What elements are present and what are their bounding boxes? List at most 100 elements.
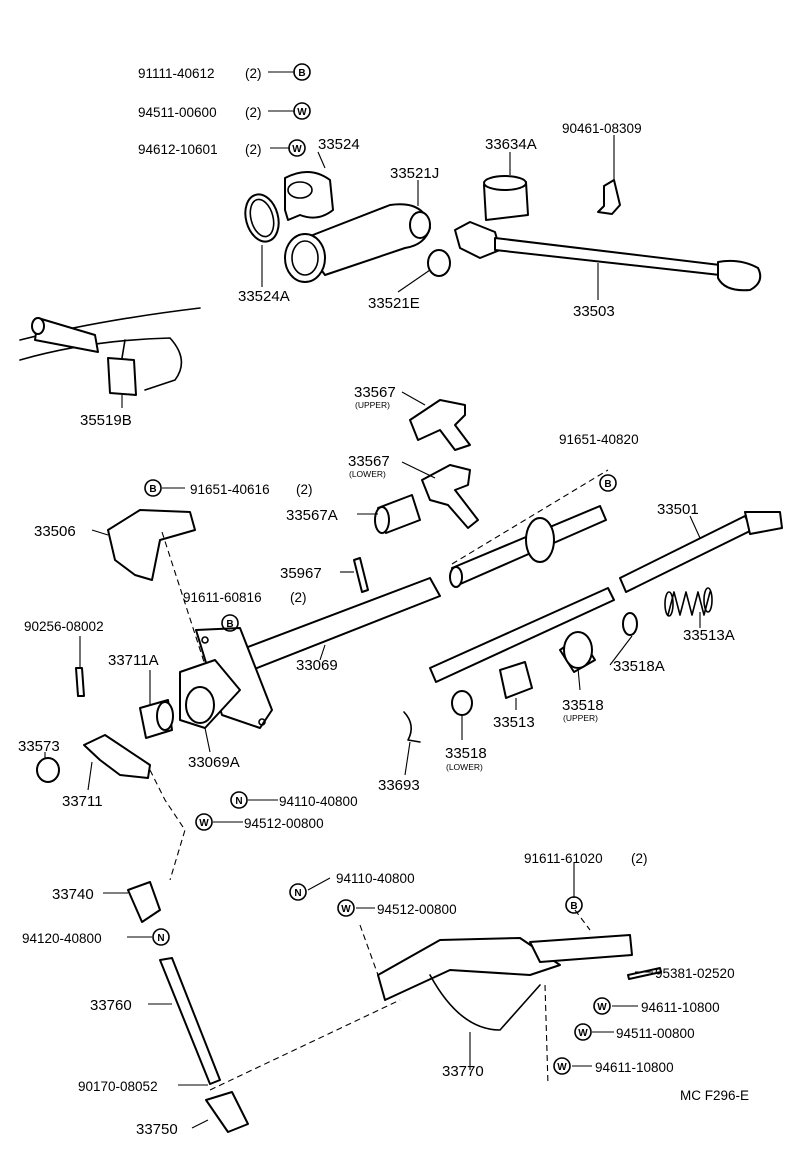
ring-33518A bbox=[622, 612, 638, 636]
joint-33740 bbox=[127, 881, 161, 923]
svg-text:(LOWER): (LOWER) bbox=[446, 762, 483, 772]
ring-seal-33524A bbox=[244, 193, 280, 243]
joint-33750 bbox=[205, 1091, 249, 1133]
svg-text:(2): (2) bbox=[296, 482, 313, 497]
label-33518-lower: 33518 bbox=[445, 745, 487, 762]
label-91111-40612: 91111-40612 bbox=[138, 66, 215, 81]
svg-text:B: B bbox=[226, 619, 233, 630]
assembly-dashed-lines bbox=[149, 469, 609, 1091]
label-91651-40820: 91651-40820 bbox=[559, 432, 639, 447]
label-33521E: 33521E bbox=[368, 295, 420, 312]
label-91611-61020: 91611-61020 bbox=[524, 851, 603, 866]
pin-35967 bbox=[353, 557, 369, 593]
shaft-33501 bbox=[619, 511, 783, 593]
label-33524: 33524 bbox=[318, 136, 360, 153]
rod-33760 bbox=[159, 957, 221, 1085]
label-94611-10800-a: 94611-10800 bbox=[641, 1000, 720, 1015]
svg-text:(LOWER): (LOWER) bbox=[349, 469, 386, 479]
label-33693: 33693 bbox=[378, 777, 420, 794]
bushing-33567A bbox=[374, 494, 421, 534]
svg-text:W: W bbox=[557, 1062, 567, 1073]
label-33069A: 33069A bbox=[188, 754, 240, 771]
label-33518-upper: 33518 bbox=[562, 697, 604, 714]
shaft-tube-middle bbox=[449, 505, 607, 588]
label-35967: 35967 bbox=[280, 565, 322, 582]
label-94611-10800-b: 94611-10800 bbox=[595, 1060, 674, 1075]
svg-text:N: N bbox=[235, 796, 242, 807]
clip-33693 bbox=[403, 711, 421, 743]
label-33567-upper: 33567 bbox=[354, 384, 396, 401]
label-33711: 33711 bbox=[62, 793, 103, 810]
clip-90461 bbox=[597, 179, 621, 215]
svg-text:N: N bbox=[294, 888, 301, 899]
bushing-lower-33518 bbox=[451, 690, 473, 716]
label-33524A: 33524A bbox=[238, 288, 290, 305]
label-33567-lower: 33567 bbox=[348, 453, 390, 470]
label-95381-02520: 95381-02520 bbox=[655, 966, 735, 981]
label-33634A: 33634A bbox=[485, 136, 537, 153]
svg-text:W: W bbox=[341, 904, 351, 915]
svg-text:W: W bbox=[578, 1028, 588, 1039]
label-94110-40800-b: 94110-40800 bbox=[336, 871, 415, 886]
label-94512-00800-a: 94512-00800 bbox=[244, 816, 324, 831]
label-94120-40800: 94120-40800 bbox=[22, 931, 102, 946]
svg-text:B: B bbox=[570, 901, 577, 912]
label-33506: 33506 bbox=[34, 523, 76, 540]
cotter-pin-95381 bbox=[627, 967, 662, 980]
label-90256-08002: 90256-08002 bbox=[24, 619, 104, 634]
svg-text:(2): (2) bbox=[631, 851, 648, 866]
svg-text:(2): (2) bbox=[245, 66, 262, 81]
label-33501: 33501 bbox=[657, 501, 699, 518]
svg-text:W: W bbox=[297, 107, 307, 118]
label-33513A: 33513A bbox=[683, 627, 735, 644]
svg-text:W: W bbox=[597, 1002, 607, 1013]
shift-lever-33770 bbox=[377, 934, 633, 1031]
svg-text:W: W bbox=[292, 144, 302, 155]
svg-text:B: B bbox=[604, 479, 611, 490]
sleeve-33513 bbox=[499, 661, 533, 699]
svg-text:(UPPER): (UPPER) bbox=[563, 713, 598, 723]
label-33567A: 33567A bbox=[286, 507, 338, 524]
label-91651-40616: 91651-40616 bbox=[190, 482, 270, 497]
label-33518A: 33518A bbox=[613, 658, 665, 675]
svg-text:W: W bbox=[199, 818, 209, 829]
clamp-33524 bbox=[284, 171, 334, 221]
symbol-circle-group: B W W B B B N W B N W N W W W bbox=[144, 63, 617, 1075]
label-90461-08309: 90461-08309 bbox=[562, 121, 642, 136]
collar-33634A bbox=[483, 175, 529, 221]
label-94512-00800-b: 94512-00800 bbox=[377, 902, 457, 917]
label-33711A: 33711A bbox=[108, 652, 159, 669]
svg-text:B: B bbox=[298, 68, 305, 79]
disc-33521E bbox=[427, 249, 451, 277]
label-91611-60816: 91611-60816 bbox=[183, 590, 262, 605]
label-33750: 33750 bbox=[136, 1121, 178, 1138]
label-33503: 33503 bbox=[573, 303, 615, 320]
svg-text:(UPPER): (UPPER) bbox=[355, 400, 390, 410]
pin-90256 bbox=[75, 667, 85, 697]
part-labels: 91111-40612 (2) 94511-00600 (2) 94612-10… bbox=[18, 66, 749, 1138]
column-tube-33521J bbox=[284, 203, 431, 283]
bracket-lower-33567 bbox=[421, 464, 479, 529]
housing-33069A bbox=[179, 659, 241, 729]
label-33521J: 33521J bbox=[390, 165, 439, 182]
label-94110-40800-a: 94110-40800 bbox=[279, 794, 358, 809]
bushing-upper-33518 bbox=[559, 631, 596, 673]
lever-33711 bbox=[83, 734, 151, 779]
turn-signal-lever-33503 bbox=[454, 221, 762, 292]
label-94612-10601: 94612-10601 bbox=[138, 142, 218, 157]
label-94511-00800: 94511-00800 bbox=[616, 1026, 695, 1041]
warning-tag-35519B bbox=[19, 307, 201, 396]
label-94511-00600: 94511-00600 bbox=[138, 105, 217, 120]
label-33573: 33573 bbox=[18, 738, 60, 755]
spring-33513A bbox=[664, 587, 713, 617]
bracket-upper-33567 bbox=[409, 399, 471, 451]
label-90170-08052: 90170-08052 bbox=[78, 1079, 158, 1094]
nut-33573 bbox=[36, 757, 60, 783]
bushing-33711A bbox=[139, 699, 174, 739]
svg-text:(2): (2) bbox=[245, 105, 262, 120]
svg-text:B: B bbox=[149, 484, 156, 495]
bracket-33506 bbox=[107, 509, 196, 581]
svg-text:N: N bbox=[157, 933, 164, 944]
label-33513: 33513 bbox=[493, 714, 535, 731]
